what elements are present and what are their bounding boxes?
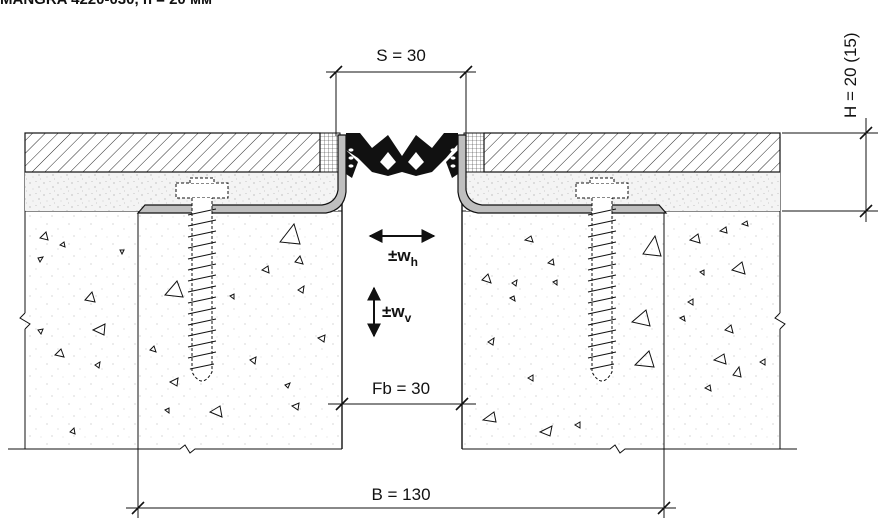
concrete-slab-right	[461, 190, 780, 449]
drawing-title: MANGRA 4220-030, h = 20 мм	[0, 0, 212, 8]
break-lines	[8, 133, 797, 454]
dimension-h	[782, 118, 878, 222]
sealant-filler	[319, 132, 485, 173]
dimension-b-label: B = 130	[371, 485, 430, 504]
horizontal-movement-label: ±wh	[388, 246, 418, 269]
dimension-s	[326, 65, 476, 136]
dimension-fb	[328, 397, 476, 411]
dimension-h-label: H = 20 (15)	[841, 32, 860, 118]
floor-coating-right	[483, 132, 781, 173]
anchor-left	[175, 177, 229, 382]
rubber-seal	[346, 133, 458, 178]
dimension-b	[126, 213, 676, 518]
floor-coating-left	[24, 132, 321, 173]
dimension-s-label: S = 30	[376, 46, 426, 65]
concrete-slab-left	[25, 190, 343, 449]
vertical-movement-label: ±wv	[382, 302, 412, 325]
profile-left	[136, 134, 347, 214]
anchor-right	[575, 177, 629, 382]
dimension-fb-label: Fb = 30	[372, 379, 430, 398]
concrete-aggregate-marks	[37, 220, 766, 437]
